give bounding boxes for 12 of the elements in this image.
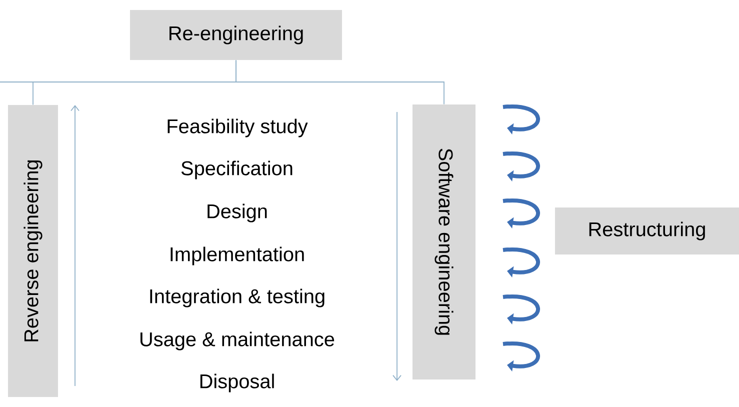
- label-box: Reverse engineering: [8, 105, 58, 397]
- label-box: Software engineering: [412, 104, 476, 380]
- stage-label: Feasibility study: [168, 118, 308, 138]
- label-box: Restructuring: [555, 208, 739, 254]
- stage-label: Integration & testing: [150, 288, 324, 308]
- stage-label: Disposal: [200, 374, 274, 392]
- stage-label: Usage & maintenance: [140, 332, 334, 350]
- stage-label: Specification: [181, 160, 292, 180]
- label-box: Re-engineering: [130, 10, 342, 60]
- bracket-line: [0, 60, 444, 105]
- stage-label: Implementation: [170, 246, 304, 266]
- stage-label: Design: [208, 204, 267, 222]
